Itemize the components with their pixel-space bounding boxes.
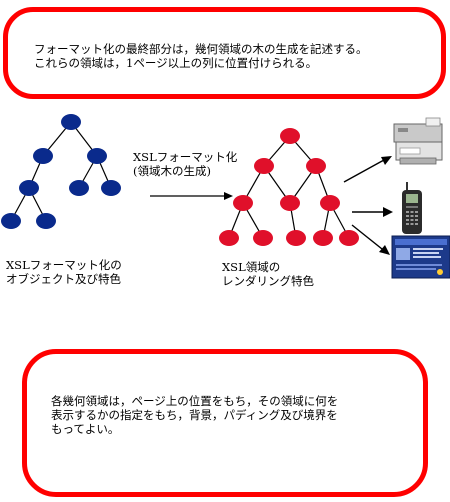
- object-tree-edges: [10, 121, 112, 222]
- tree-node: [36, 213, 56, 229]
- tree-node: [280, 128, 300, 144]
- printer-icon: [393, 117, 443, 165]
- bottom-callout-text: 各幾何領域は，ページ上の位置をもち，その領域に何を 表示するかの指定をもち，背景…: [51, 394, 339, 436]
- tree-node: [320, 195, 340, 211]
- formatting-arrow: [150, 192, 233, 200]
- area-tree-edges: [228, 135, 350, 239]
- tree-node: [339, 230, 359, 246]
- tree-node: [19, 180, 39, 196]
- tree-node: [306, 158, 326, 174]
- object-tree-label: XSLフォーマット化の オブジェクト及び特色: [6, 258, 122, 286]
- tree-node: [254, 158, 274, 174]
- tree-node: [1, 213, 21, 229]
- bottom-callout: 各幾何領域は，ページ上の位置をもち，その領域に何を 表示するかの指定をもち，背景…: [22, 349, 428, 497]
- tree-node: [280, 195, 300, 211]
- formatting-process-label: XSLフォーマット化 (領域木の生成): [133, 150, 238, 178]
- object-tree-nodes: [1, 114, 121, 229]
- top-callout-text: フォーマット化の最終部分は，幾何領域の木の生成を記述する。 これらの領域は，1ペ…: [34, 42, 368, 70]
- arrow-head: [383, 207, 393, 217]
- tree-node: [219, 230, 239, 246]
- tree-node: [101, 180, 121, 196]
- tree-node: [69, 180, 89, 196]
- arrow-head: [381, 156, 392, 165]
- tree-node: [313, 230, 333, 246]
- output-arrows: [343, 159, 385, 250]
- tree-node: [61, 114, 81, 130]
- tree-node: [87, 148, 107, 164]
- tree-node: [253, 230, 273, 246]
- arrow-head: [379, 245, 390, 255]
- mobile-phone-icon: [402, 182, 422, 234]
- tree-node: [233, 195, 253, 211]
- top-callout: フォーマット化の最終部分は，幾何領域の木の生成を記述する。 これらの領域は，1ペ…: [3, 7, 446, 99]
- tree-node: [33, 148, 53, 164]
- area-tree-label: XSL領域の レンダリング特色: [222, 260, 314, 288]
- area-tree-nodes: [219, 128, 359, 246]
- tree-node: [286, 230, 306, 246]
- screen-display-icon: [391, 235, 450, 279]
